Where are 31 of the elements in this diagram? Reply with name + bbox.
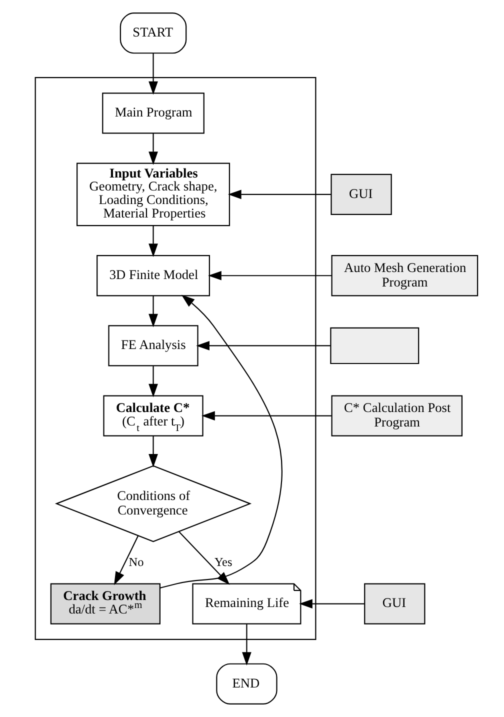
node-box: END xyxy=(216,663,278,704)
arrow xyxy=(202,411,332,420)
arrow xyxy=(242,624,252,666)
arrow xyxy=(299,599,365,608)
cluster xyxy=(34,77,316,640)
arrow xyxy=(148,296,158,328)
node-box: Calculate C* (C$_{t}$ after t$_{T}$) xyxy=(103,395,204,436)
node-box: START xyxy=(120,12,187,54)
node-box: GUI xyxy=(364,583,426,624)
arrow xyxy=(148,226,158,258)
arrow xyxy=(148,53,158,95)
node-box: 3D Finite Model xyxy=(96,255,210,296)
node-box: FE Analysis xyxy=(108,325,198,366)
node-box: Main Program xyxy=(102,92,204,134)
arrow xyxy=(228,190,331,200)
arrow xyxy=(196,341,330,350)
edge-label: Yes xyxy=(214,554,232,569)
arrow xyxy=(148,366,158,398)
edge-label: No xyxy=(128,554,144,569)
arrow xyxy=(114,536,139,586)
node-box: Auto Mesh Generation Program xyxy=(331,255,478,296)
node-diamond: Conditions of Convergence xyxy=(54,465,252,542)
node-box: Crack Growth da/dt = AC*$^{m}$ xyxy=(50,583,160,624)
node-box: C* Calculation Post Program xyxy=(331,395,463,436)
node-box: Input Variables Geometry, Crack shape, Loading Conditions, Material Properties xyxy=(76,162,230,226)
arrow xyxy=(148,436,158,468)
node-box xyxy=(330,327,420,364)
arrow xyxy=(148,133,158,165)
arrow xyxy=(160,294,282,588)
arrow xyxy=(208,270,332,280)
node-box: GUI xyxy=(330,174,392,215)
